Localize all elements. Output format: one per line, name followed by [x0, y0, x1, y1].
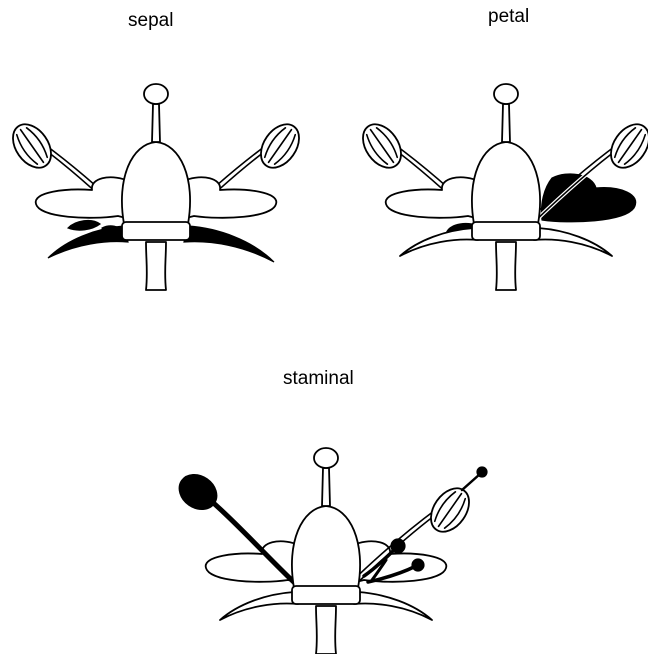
- sepal-flower-stem: [146, 242, 166, 290]
- sepal-flower-right-petal: [186, 177, 276, 218]
- staminal-flower-stigma: [314, 448, 338, 506]
- stamen-right-tip-stalk: [462, 474, 480, 490]
- staminal-panel-label: staminal: [283, 368, 354, 390]
- petal-panel-label: petal: [488, 6, 529, 28]
- staminal-flower-left-petal: [206, 541, 296, 582]
- stamen-left-anther-highlight: [172, 467, 223, 516]
- sepal-flower-diagram: [6, 28, 306, 290]
- stamen-small-anther-2: [412, 559, 424, 571]
- staminal-flower-ovary: [292, 506, 360, 604]
- sepal-right-highlight: [184, 226, 274, 262]
- petal-right-highlight: [541, 174, 635, 222]
- staminal-flower-diagram: [176, 392, 476, 654]
- petal-flower-stem: [496, 242, 516, 290]
- sepal-flower-stigma: [144, 84, 168, 142]
- sepal-flower-ovary: [122, 142, 190, 240]
- sepal-flower-left-petal: [36, 177, 126, 218]
- petal-flower-left-petal: [386, 177, 476, 218]
- petal-flower-diagram: [356, 28, 648, 290]
- stamen-small-anther-1: [391, 539, 405, 553]
- sepal-left-small-highlight: [68, 221, 100, 231]
- petal-flower-stigma: [494, 84, 518, 142]
- petal-flower-ovary: [472, 142, 540, 240]
- staminal-flower-stem: [316, 606, 336, 654]
